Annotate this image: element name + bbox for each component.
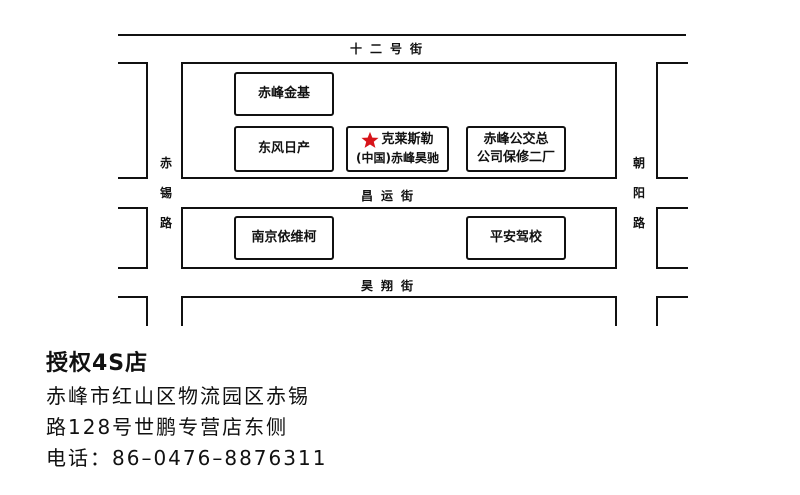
road-label-left-char: 赤 (159, 156, 172, 170)
road-edge (118, 34, 686, 36)
shop-dongfeng-nissan: 东风日产 (234, 126, 334, 172)
road-label-right-char: 阳 (632, 186, 645, 200)
dealer-info: 授权4S店 赤峰市红山区物流园区赤锡 路128号世鹏专营店东侧 电话：86–04… (46, 345, 327, 474)
shop-label-line2: 公司保修二厂 (476, 150, 555, 165)
star-icon (361, 131, 380, 149)
left-block-middle (118, 207, 148, 269)
road-label-right-char: 朝 (632, 156, 645, 170)
dealer-title: 授权4S店 (46, 351, 149, 376)
road-label-top: 十二号街 (350, 42, 431, 56)
shop-bus-depot: 赤峰公交总 公司保修二厂 (466, 126, 566, 172)
location-map: 十二号街 赤 锡 路 朝 阳 路 昌运街 昊翔街 赤峰金基 东风日产 (118, 34, 688, 326)
right-block-middle (656, 207, 688, 269)
main-block-bottom (181, 296, 617, 326)
shop-label-line2: (中国)赤峰昊驰 (356, 151, 439, 165)
shop-nanjing-iveco: 南京依维柯 (234, 216, 334, 260)
shop-label: 平安驾校 (489, 230, 542, 245)
shop-chifeng-jinji: 赤峰金基 (234, 72, 334, 116)
star-icon-svg (361, 131, 380, 148)
road-label-left: 赤 锡 路 (158, 148, 174, 238)
shop-label: 东风日产 (257, 141, 310, 156)
shop-label-line1: 克莱斯勒 (381, 132, 434, 147)
address-line-2: 路128号世鹏专营店东侧 (46, 415, 289, 439)
right-block-top (656, 62, 688, 179)
address-line-1: 赤峰市红山区物流园区赤锡 (46, 384, 310, 408)
shop-target-dealer: 克莱斯勒 (中国)赤峰昊驰 (346, 126, 449, 172)
road-label-right: 朝 阳 路 (631, 148, 647, 238)
shop-label: 南京依维柯 (251, 230, 317, 245)
road-label-right-char: 路 (632, 216, 645, 230)
shop-label-line1: 赤峰公交总 (483, 132, 549, 147)
road-label-left-char: 路 (159, 216, 172, 230)
shop-pingan-school: 平安驾校 (466, 216, 566, 260)
left-block-bottom (118, 296, 148, 326)
left-block-top (118, 62, 148, 179)
shop-label: 赤峰金基 (257, 86, 310, 101)
right-block-bottom (656, 296, 688, 326)
road-label-bottom: 昊翔街 (361, 279, 422, 293)
road-label-middle: 昌运街 (361, 189, 422, 203)
phone-number: 电话：86–0476–8876311 (46, 446, 328, 470)
road-label-left-char: 锡 (159, 186, 172, 200)
